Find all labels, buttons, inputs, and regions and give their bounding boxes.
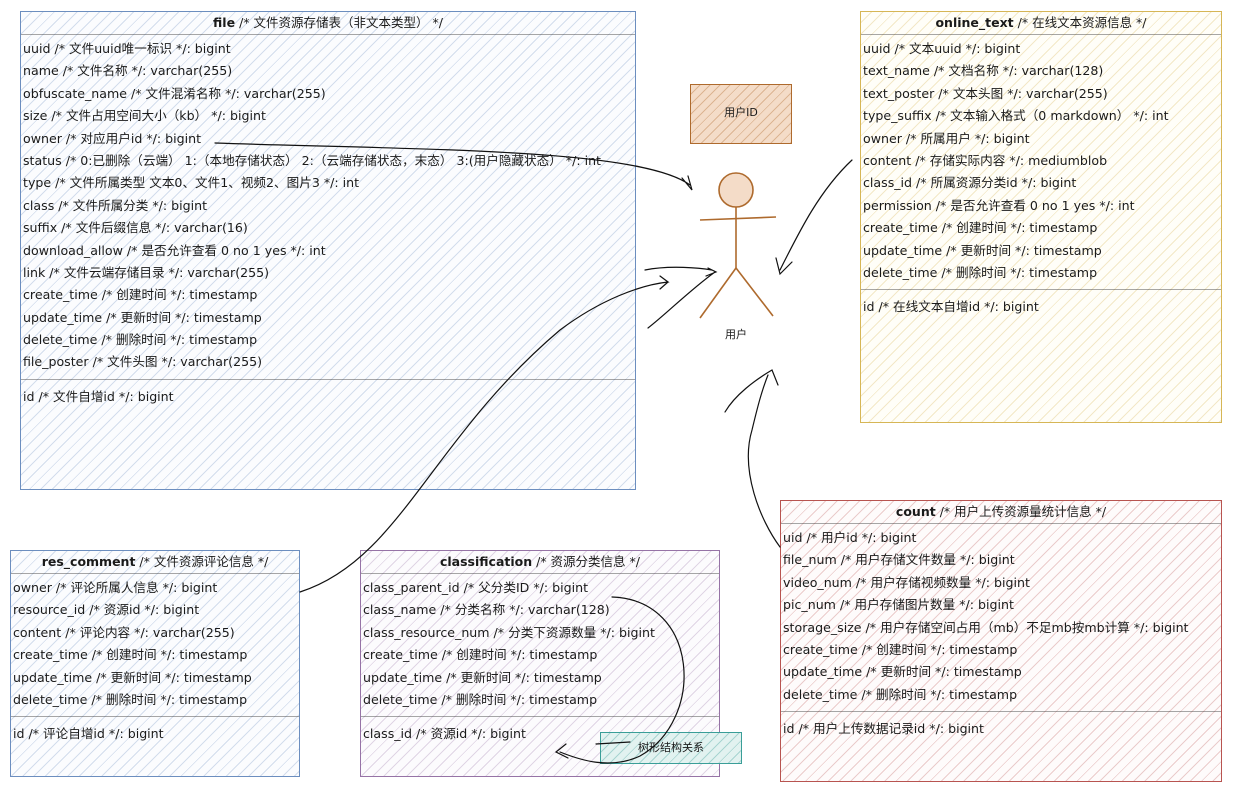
table-title: file /* 文件资源存储表（非文本类型） */ [21,12,635,35]
field-row: text_poster /* 文本头图 */: varchar(255) [863,85,1108,101]
field-row: create_time /* 创建时间 */: timestamp [863,220,1098,236]
table-name: online_text [935,15,1014,30]
field-row: update_time /* 更新时间 */: timestamp [783,664,1022,680]
table-comment: /* 文件资源评论信息 */ [139,554,269,569]
field-row: update_time /* 更新时间 */: timestamp [13,669,252,685]
connector-file-link [644,266,718,329]
field-row: status /* 0:已删除（云端） 1:（本地存储状态） 2:（云端存储状态… [23,152,601,168]
field-row: content /* 存储实际内容 */: mediumblob [863,152,1108,168]
field-row: content /* 评论内容 */: varchar(255) [13,624,235,640]
field-row: resource_id /* 资源id */: bigint [13,602,200,618]
connector-file-owner [214,142,693,191]
field-row: update_time /* 更新时间 */: timestamp [363,669,602,685]
primary-key-row: id /* 文件自增id */: bigint [23,388,174,404]
field-list: owner /* 评论所属人信息 */: bigint resource_id … [11,574,299,711]
table-comment: /* 在线文本资源信息 */ [1017,15,1147,30]
field-row: obfuscate_name /* 文件混淆名称 */: varchar(255… [23,85,326,101]
table-title: count /* 用户上传资源量统计信息 */ [781,501,1221,524]
field-row: pic_num /* 用户存储图片数量 */: bigint [783,597,1014,613]
table-name: file [213,15,236,30]
connector-count-uid [724,369,781,548]
field-row: class_name /* 分类名称 */: varchar(128) [363,602,610,618]
key-section: id /* 用户上传数据记录id */: bigint [781,711,1221,740]
field-row: link /* 文件云端存储目录 */: varchar(255) [23,264,270,280]
user-id-box[interactable]: 用户ID [690,84,792,144]
field-row: create_time /* 创建时间 */: timestamp [23,287,258,303]
primary-key-row: id /* 评论自增id */: bigint [13,726,164,742]
table-name: count [895,504,936,519]
field-row: update_time /* 更新时间 */: timestamp [23,309,262,325]
field-row: type_suffix /* 文本输入格式（0 markdown） */: in… [863,108,1169,124]
key-section: id /* 在线文本自增id */: bigint [861,289,1221,318]
field-row: update_time /* 更新时间 */: timestamp [863,242,1102,258]
table-name: res_comment [41,554,136,569]
field-list: class_parent_id /* 父分类ID */: bigint clas… [361,574,719,711]
field-row: video_num /* 用户存储视频数量 */: bigint [783,574,1030,590]
field-row: uuid /* 文本uuid */: bigint [863,41,1021,56]
field-row: owner /* 评论所属人信息 */: bigint [13,580,218,595]
field-row: size /* 文件占用空间大小（kb） */: bigint [23,108,266,124]
table-comment: /* 文件资源存储表（非文本类型） */ [239,15,443,30]
field-list: uid /* 用户id */: bigint file_num /* 用户存储文… [781,524,1221,706]
primary-key-row: id /* 在线文本自增id */: bigint [863,299,1039,315]
connector-classification-tree [554,596,685,764]
field-row: delete_time /* 删除时间 */: timestamp [783,686,1018,702]
table-comment: /* 资源分类信息 */ [536,554,640,569]
field-row: file_num /* 用户存储文件数量 */: bigint [783,552,1015,568]
user-actor-icon [699,172,777,319]
key-section: id /* 文件自增id */: bigint [21,378,635,408]
tree-relation-box[interactable]: 树形结构关系 [600,732,742,764]
key-section: class_id /* 资源id */: bigint [361,716,719,745]
field-row: delete_time /* 删除时间 */: timestamp [23,332,258,348]
field-row: type /* 文件所属类型 文本0、文件1、视频2、图片3 */: int [23,175,360,191]
field-row: storage_size /* 用户存储空间占用（mb）不足mb按mb计算 */… [783,619,1189,635]
field-row: create_time /* 创建时间 */: timestamp [13,647,248,663]
table-title: online_text /* 在线文本资源信息 */ [861,12,1221,35]
field-row: class_resource_num /* 分类下资源数量 */: bigint [363,624,655,640]
table-title: res_comment /* 文件资源评论信息 */ [11,551,299,574]
primary-key-row: id /* 用户上传数据记录id */: bigint [783,721,984,737]
table-name: classification [439,554,533,569]
table-comment: /* 用户上传资源量统计信息 */ [939,504,1107,519]
user-label: 用户 [725,328,747,341]
field-row: name /* 文件名称 */: varchar(255) [23,63,233,79]
field-row: uid /* 用户id */: bigint [783,530,917,545]
field-row: delete_time /* 删除时间 */: timestamp [863,264,1098,280]
field-row: owner /* 对应用户id */: bigint [23,130,202,146]
field-row: create_time /* 创建时间 */: timestamp [783,641,1018,657]
connector-online-owner [775,159,853,276]
field-row: download_allow /* 是否允许查看 0 no 1 yes */: … [23,242,326,258]
field-row: delete_time /* 删除时间 */: timestamp [363,691,598,707]
field-row: permission /* 是否允许查看 0 no 1 yes */: int [863,197,1135,213]
key-section: id /* 评论自增id */: bigint [11,716,299,745]
primary-key-row: class_id /* 资源id */: bigint [363,726,526,742]
field-row: uuid /* 文件uuid唯一标识 */: bigint [23,41,231,56]
field-row: class_parent_id /* 父分类ID */: bigint [363,580,589,595]
field-row: file_poster /* 文件头图 */: varchar(255) [23,354,263,370]
field-row: suffix /* 文件后缀信息 */: varchar(16) [23,220,248,236]
field-row: class /* 文件所属分类 */: bigint [23,197,208,213]
connector-comment-owner [299,275,670,593]
field-row: text_name /* 文档名称 */: varchar(128) [863,63,1104,79]
field-list: uuid /* 文本uuid */: bigint text_name /* 文… [861,35,1221,284]
field-row: delete_time /* 删除时间 */: timestamp [13,691,248,707]
field-list: uuid /* 文件uuid唯一标识 */: bigint name /* 文件… [21,35,635,374]
field-row: owner /* 所属用户 */: bigint [863,130,1030,146]
table-title: classification /* 资源分类信息 */ [361,551,719,574]
field-row: class_id /* 所属资源分类id */: bigint [863,175,1077,191]
field-row: create_time /* 创建时间 */: timestamp [363,647,598,663]
